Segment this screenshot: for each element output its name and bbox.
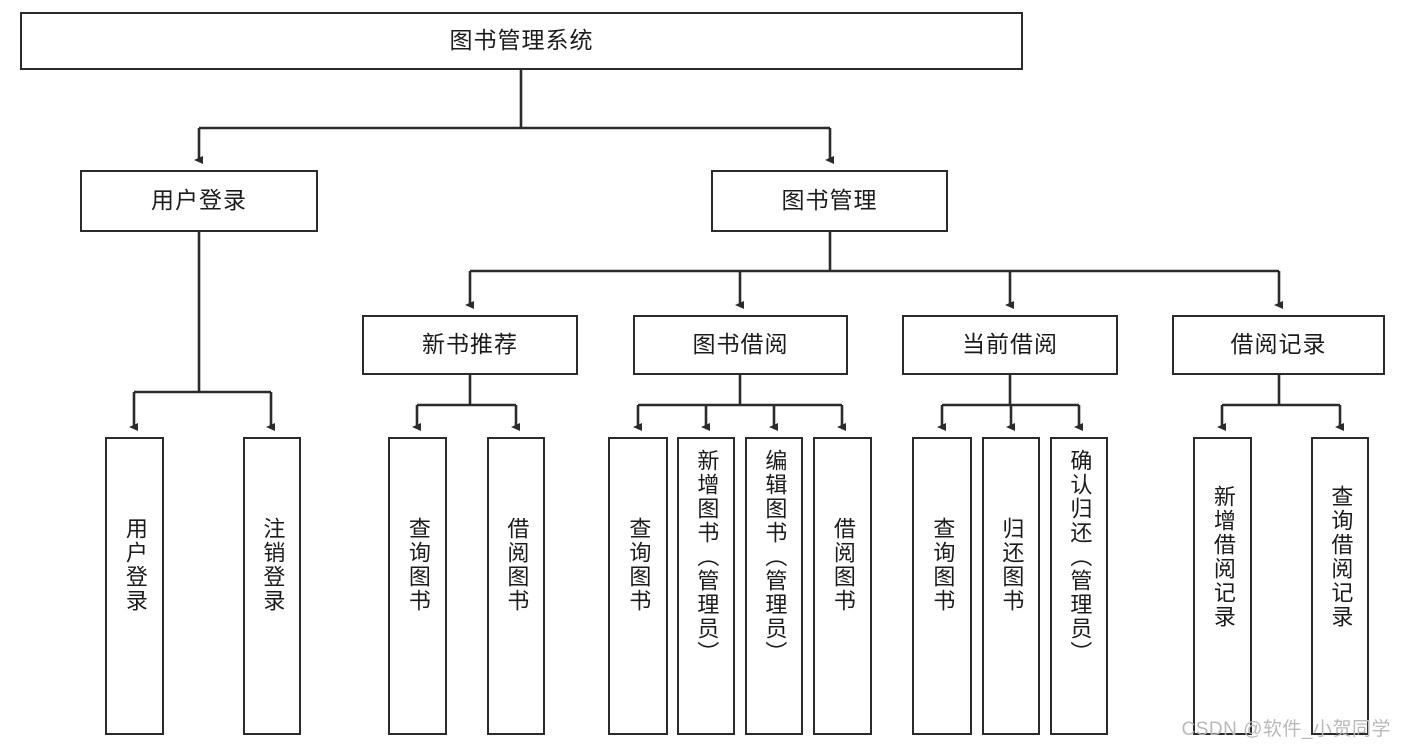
- node-user-login-label: 用户登录: [151, 187, 247, 214]
- leaf-query-book-bb[interactable]: 查询图书: [608, 437, 668, 735]
- node-borrow-record-label: 借阅记录: [1230, 331, 1327, 358]
- leaf-borrow-book-nb-label: 借阅图书: [504, 517, 530, 613]
- leaf-query-book-cb[interactable]: 查询图书: [912, 437, 972, 735]
- node-book-borrow-label: 图书借阅: [692, 331, 789, 358]
- leaf-edit-book-admin-label: 编辑图书（管理员）: [762, 449, 788, 665]
- node-root-system[interactable]: 图书管理系统: [20, 12, 1023, 70]
- leaf-logout-label: 注销登录: [260, 517, 286, 613]
- leaf-borrow-book-bb-label: 借阅图书: [830, 517, 856, 613]
- csdn-watermark: CSDN @软件_小贺同学: [1181, 719, 1391, 740]
- node-user-login[interactable]: 用户登录: [80, 170, 318, 232]
- leaf-query-borrow-record[interactable]: 查询借阅记录: [1311, 437, 1369, 735]
- node-book-borrow[interactable]: 图书借阅: [633, 315, 848, 375]
- leaf-logout[interactable]: 注销登录: [243, 437, 301, 735]
- leaf-query-book-bb-label: 查询图书: [626, 517, 652, 613]
- node-root-label: 图书管理系统: [449, 27, 594, 54]
- leaf-add-borrow-record-label: 新增借阅记录: [1210, 485, 1236, 629]
- leaf-user-login-label: 用户登录: [122, 517, 148, 613]
- node-borrow-record[interactable]: 借阅记录: [1172, 315, 1385, 375]
- leaf-query-borrow-record-label: 查询借阅记录: [1328, 485, 1354, 629]
- leaf-confirm-return-admin[interactable]: 确认归还（管理员）: [1050, 437, 1108, 735]
- node-new-book-recommend-label: 新书推荐: [422, 331, 518, 358]
- leaf-query-book-nb[interactable]: 查询图书: [388, 437, 447, 735]
- node-book-manage-label: 图书管理: [781, 187, 878, 214]
- leaf-query-book-nb-label: 查询图书: [405, 517, 431, 613]
- leaf-query-book-cb-label: 查询图书: [930, 517, 956, 613]
- leaf-user-login[interactable]: 用户登录: [105, 437, 164, 735]
- leaf-add-borrow-record[interactable]: 新增借阅记录: [1193, 437, 1252, 735]
- leaf-return-book-label: 归还图书: [999, 517, 1025, 613]
- leaf-add-book-admin[interactable]: 新增图书（管理员）: [677, 437, 735, 735]
- node-current-borrow-label: 当前借阅: [962, 331, 1058, 358]
- leaf-return-book[interactable]: 归还图书: [982, 437, 1040, 735]
- leaf-borrow-book-nb[interactable]: 借阅图书: [487, 437, 545, 735]
- leaf-add-book-admin-label: 新增图书（管理员）: [694, 449, 720, 665]
- node-current-borrow[interactable]: 当前借阅: [902, 315, 1118, 375]
- leaf-edit-book-admin[interactable]: 编辑图书（管理员）: [745, 437, 803, 735]
- leaf-borrow-book-bb[interactable]: 借阅图书: [813, 437, 872, 735]
- leaf-confirm-return-admin-label: 确认归还（管理员）: [1067, 449, 1093, 665]
- node-new-book-recommend[interactable]: 新书推荐: [362, 315, 578, 375]
- node-book-manage[interactable]: 图书管理: [711, 170, 948, 232]
